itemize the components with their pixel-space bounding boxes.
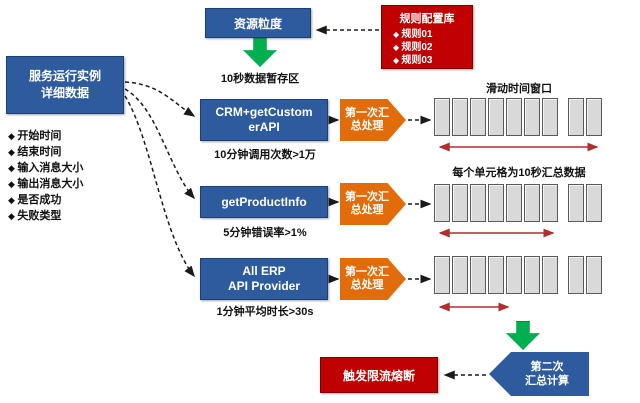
- window-cell: [524, 98, 540, 136]
- window-cell: [452, 256, 468, 294]
- window-cell: [568, 184, 584, 222]
- sliding-window-row: [434, 98, 602, 136]
- window-cells-main: [434, 256, 558, 294]
- window-cell: [542, 256, 558, 294]
- rule-library-title: 规则配置库: [399, 13, 455, 25]
- rule-config-library-box: 规则配置库 规则01 规则02 规则03: [381, 5, 473, 69]
- window-cell: [470, 256, 486, 294]
- window-cell: [506, 184, 522, 222]
- window-cell: [586, 98, 602, 136]
- window-cell: [470, 184, 486, 222]
- first-aggregation-step: 第一次汇总处理: [340, 183, 406, 225]
- metric-item: 结束时间: [8, 144, 83, 160]
- window-cell: [542, 98, 558, 136]
- metrics-list: 开始时间 结束时间 输入消息大小 输出消息大小 是否成功 失败类型: [8, 128, 83, 224]
- window-cells-tail: [568, 256, 602, 294]
- window-cell: [488, 184, 504, 222]
- window-cell: [434, 184, 450, 222]
- service-box-productinfo: getProductInfo: [200, 186, 328, 218]
- metric-item: 输入消息大小: [8, 160, 83, 176]
- window-cell: [524, 184, 540, 222]
- window-cell: [506, 256, 522, 294]
- resource-granularity-box: 资源粒度: [205, 8, 311, 38]
- down-arrow-icon: [243, 38, 277, 67]
- window-cell: [452, 184, 468, 222]
- window-cells-main: [434, 184, 558, 222]
- arrow-data-to-erp: [124, 95, 195, 278]
- first-aggregation-step: 第一次汇总处理: [340, 258, 406, 300]
- window-cell: [568, 256, 584, 294]
- sliding-window-title: 滑动时间窗口: [486, 83, 552, 95]
- window-cell: [488, 256, 504, 294]
- trigger-circuit-breaker-box: 触发限流熔断: [320, 357, 438, 393]
- staging-area-label: 10秒数据暂存区: [220, 73, 300, 85]
- threshold-label: 1分钟平均时长>30s: [216, 306, 314, 318]
- window-cell: [470, 98, 486, 136]
- window-cell: [434, 98, 450, 136]
- arrow-data-to-productinfo: [124, 88, 195, 200]
- second-aggregation-step: 第二次 汇总计算: [489, 352, 589, 396]
- threshold-label: 10分钟调用次数>1万: [214, 149, 316, 161]
- metric-item: 开始时间: [8, 128, 83, 144]
- service-box-erp: All ERP API Provider: [200, 258, 328, 300]
- window-cell: [524, 256, 540, 294]
- first-aggregation-step: 第一次汇总处理: [340, 99, 406, 141]
- window-cell: [586, 184, 602, 222]
- rule-item: 规则02: [387, 41, 467, 54]
- window-cell: [506, 98, 522, 136]
- rule-item: 规则01: [387, 28, 467, 41]
- sliding-window-row: [434, 256, 602, 294]
- arrow-data-to-crm: [124, 81, 196, 117]
- window-cell: [434, 256, 450, 294]
- service-instance-data-box: 服务运行实例 详细数据: [6, 56, 124, 114]
- window-cell: [488, 98, 504, 136]
- rule-item: 规则03: [387, 54, 467, 67]
- service-box-crm: CRM+getCustomerAPI: [200, 99, 328, 141]
- sliding-window-row: [434, 184, 602, 222]
- metric-item: 失败类型: [8, 208, 83, 224]
- down-arrow-icon: [506, 321, 540, 350]
- window-cell: [542, 184, 558, 222]
- window-cells-tail: [568, 184, 602, 222]
- window-cell: [586, 256, 602, 294]
- window-cell: [452, 98, 468, 136]
- window-cell: [568, 98, 584, 136]
- metric-item: 是否成功: [8, 192, 83, 208]
- cell-note-label: 每个单元格为10秒汇总数据: [452, 167, 586, 179]
- threshold-label: 5分钟错误率>1%: [223, 227, 307, 239]
- window-cells-main: [434, 98, 558, 136]
- window-cells-tail: [568, 98, 602, 136]
- metric-item: 输出消息大小: [8, 176, 83, 192]
